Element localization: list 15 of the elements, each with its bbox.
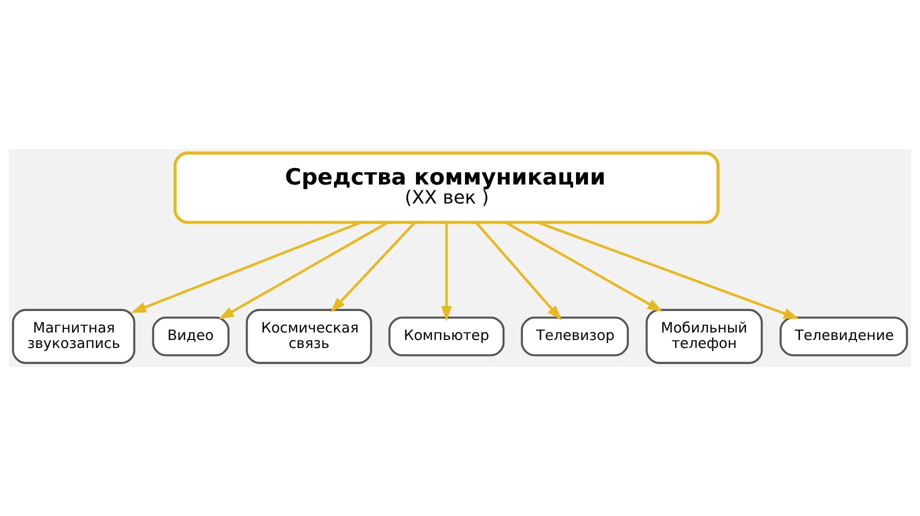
arrow [505,221,663,312]
node-box: Мобильный телефон [646,308,763,364]
node-box: Видео [152,316,230,356]
node-box: Компьютер [388,316,505,356]
node-box: Средства коммуникации (XX век ) [174,152,720,224]
arrow [218,221,388,320]
node-box: Телевидение [780,316,908,356]
arrow [475,222,562,320]
node-box: Телевизор [520,316,629,356]
arrow [537,221,799,319]
node-box: Космическая связь [246,308,372,364]
node-box: Магнитная звукозапись [12,308,136,364]
arrow [441,222,452,322]
arrow [130,221,362,313]
arrow [330,222,416,312]
